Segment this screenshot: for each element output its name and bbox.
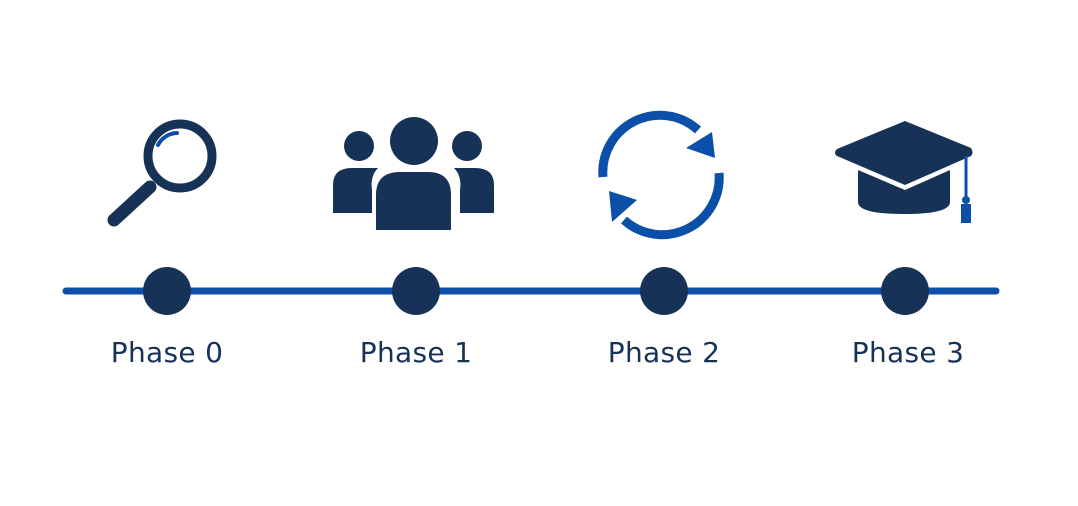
phase-2-node — [640, 267, 688, 315]
magnifying-glass-icon — [107, 119, 217, 227]
refresh-cycle-icon — [598, 110, 724, 240]
phase-2-label: Phase 2 — [607, 336, 721, 369]
phase-1-label: Phase 1 — [359, 336, 473, 369]
phase-3-label: Phase 3 — [851, 336, 965, 369]
people-group-icon — [333, 117, 494, 230]
phase-3-node — [881, 267, 929, 315]
graduation-cap-icon — [835, 121, 973, 223]
phase-0-label: Phase 0 — [110, 336, 224, 369]
phase-1-node — [392, 267, 440, 315]
phase-0-node — [143, 267, 191, 315]
